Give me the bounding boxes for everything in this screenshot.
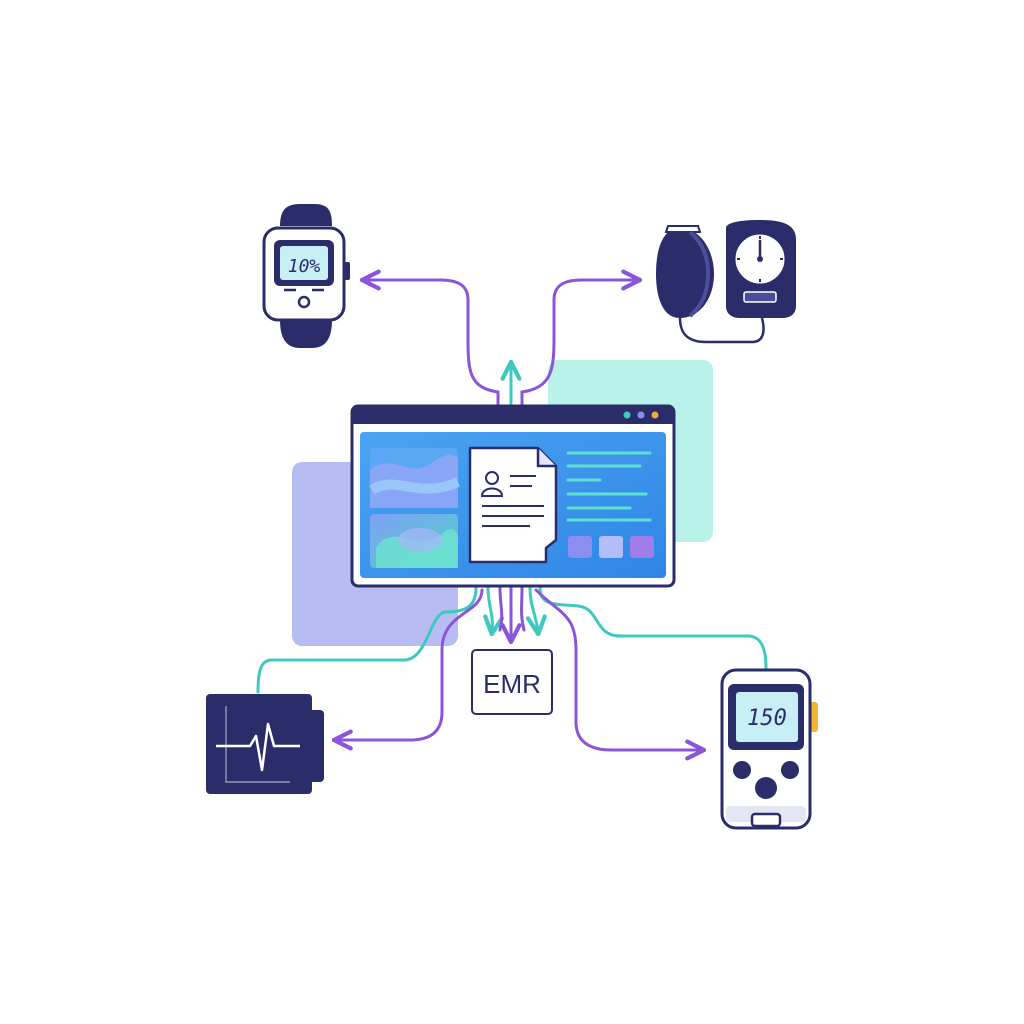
- smartwatch-reading: 10%: [288, 256, 321, 277]
- link-smartwatch: [359, 269, 500, 410]
- link-bp-monitor: [520, 269, 643, 410]
- blood-pressure-monitor-icon[interactable]: [656, 220, 796, 344]
- text-placeholder-lines: [566, 451, 652, 522]
- connection-lines: [256, 269, 768, 761]
- emr-dashboard[interactable]: [350, 404, 676, 588]
- swatch-3: [630, 536, 654, 558]
- swatch-1: [568, 536, 592, 558]
- patient-avatar-icon: [485, 471, 499, 485]
- image-tile-top: [369, 448, 461, 508]
- test-strip-slot: [750, 812, 782, 828]
- smartwatch-icon[interactable]: 10%: [262, 204, 350, 348]
- link-ecg-teal: [256, 586, 478, 694]
- glucose-right-button: [781, 761, 799, 779]
- link-ecg-purple: [331, 588, 484, 751]
- emr-label: EMR: [483, 669, 541, 699]
- window-dot-purple: [637, 411, 645, 419]
- smartwatch-display: [280, 246, 328, 280]
- link-glucose-purple: [534, 588, 707, 761]
- window-dot-orange: [651, 411, 659, 419]
- ecg-monitor-icon[interactable]: [206, 694, 324, 794]
- glucose-center-button: [755, 777, 777, 799]
- glucose-reading: 150: [747, 706, 787, 731]
- glucose-meter-icon[interactable]: 150: [720, 668, 818, 830]
- window-dot-teal: [623, 411, 631, 419]
- glucose-display: [736, 692, 798, 742]
- patient-record-document-icon: [468, 446, 558, 564]
- swatch-2: [599, 536, 623, 558]
- image-tile-bottom: [370, 514, 458, 568]
- glucose-left-button: [733, 761, 751, 779]
- ecg-waveform: [216, 722, 300, 772]
- emr-label-box: EMR: [471, 649, 553, 715]
